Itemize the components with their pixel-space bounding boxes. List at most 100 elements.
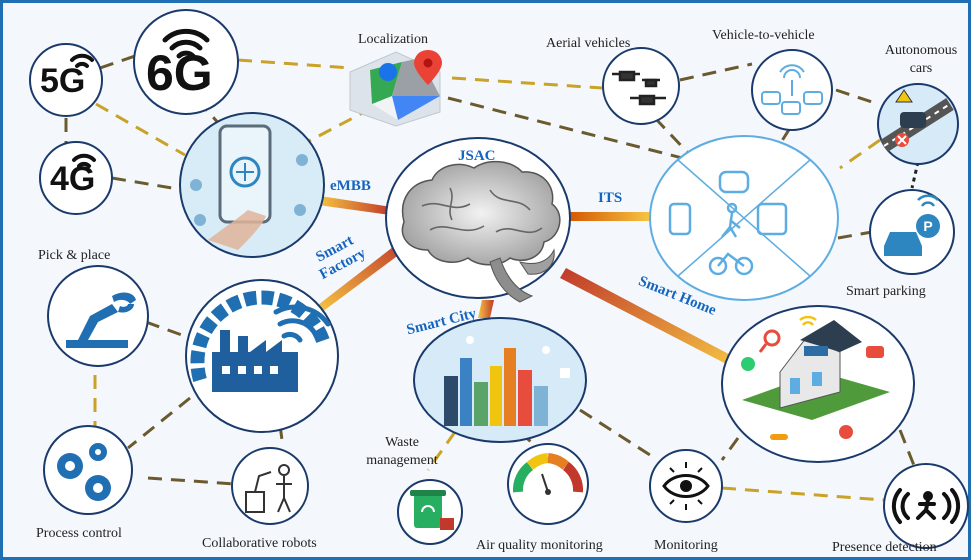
wifi-icon [162, 28, 210, 59]
branch-embb [318, 196, 392, 215]
smart-home-node [721, 305, 915, 463]
autonomous-cars-label: Autonomous cars [878, 42, 964, 78]
car-icon [718, 170, 750, 194]
line-aerial-its [653, 116, 692, 157]
5g-node [29, 43, 103, 117]
branch-links [318, 196, 740, 368]
waste-management-label: Waste management [362, 434, 442, 470]
branch-city [478, 300, 494, 318]
branch-its [566, 212, 650, 221]
smart-parking-node: P [869, 189, 955, 275]
car-icon [884, 232, 922, 256]
jsac-hub [385, 137, 571, 303]
parking-icon [916, 214, 940, 238]
train-icon [668, 202, 692, 236]
line-monitoring-presence [721, 486, 885, 502]
process-control-label: Process control [36, 526, 122, 541]
waste-management-label-line2: management [366, 453, 438, 468]
line-factory-process [127, 396, 191, 450]
smart-city-node [413, 317, 587, 443]
wifi-icon [273, 304, 331, 343]
gear-icon [190, 290, 331, 382]
presence-detection-label: Presence detection [832, 540, 937, 555]
air-quality-label: Air quality monitoring [476, 538, 603, 553]
monitoring-label: Monitoring [654, 538, 718, 553]
connected-cars-icon [761, 64, 823, 115]
its-node [649, 135, 839, 301]
its-label: ITS [598, 190, 623, 206]
line-aerial-v2v [679, 62, 753, 82]
collaborative-robots-label: Collaborative robots [202, 536, 317, 551]
embb-label: eMBB [330, 178, 371, 194]
eye-icon [662, 462, 710, 510]
smart-factory-node [185, 279, 339, 433]
embb-phone-node [179, 112, 325, 258]
line-localization-its [447, 96, 691, 162]
aerial-vehicles-label: Aerial vehicles [546, 36, 631, 51]
autonomous-cars-label-line2: cars [909, 61, 933, 76]
branch-home [560, 268, 740, 368]
v2v-node [751, 49, 833, 131]
wifi-icon [70, 53, 94, 68]
localization-label: Localization [358, 32, 428, 47]
line-5g-embb [95, 102, 186, 157]
robot-arm-icon [66, 292, 136, 348]
bus-icon [756, 202, 788, 236]
4g-label: 4G [50, 160, 96, 198]
city-buildings-icon [444, 348, 548, 426]
line-localization-aerial [451, 76, 603, 90]
waste-node [397, 479, 463, 545]
autonomous-cars-node [877, 83, 959, 165]
recycle-bin-icon [414, 494, 442, 528]
6g-node [133, 9, 239, 115]
wifi-icon [799, 315, 817, 326]
localization-node [349, 50, 442, 127]
line-home-monitoring [720, 437, 740, 461]
line-pick-factory [145, 320, 191, 340]
line-home-presence [898, 429, 917, 469]
svg-text:P: P [923, 218, 932, 234]
line-its-parking [837, 230, 873, 240]
monitoring-node [649, 449, 723, 523]
line-city-monitoring [579, 408, 651, 457]
4g-node [39, 141, 113, 215]
line-6g-localization [237, 58, 351, 70]
pick-place-node [47, 265, 149, 367]
location-pin-icon [839, 425, 853, 439]
waste-management-label-line1: Waste [385, 435, 419, 450]
location-pin-icon [741, 357, 755, 371]
drone-icon [612, 70, 666, 106]
search-icon [763, 329, 781, 347]
line-v2v-autonomous [835, 88, 879, 106]
autonomous-cars-label-line1: Autonomous [884, 43, 958, 58]
ai-brain-icon [229, 156, 261, 188]
line-5g-6g [99, 53, 139, 70]
air-quality-node [507, 443, 589, 525]
5g-label: 5G [40, 62, 86, 100]
smart-parking-label: Smart parking [846, 284, 926, 299]
brain-icon [401, 160, 561, 303]
gauge-icon [512, 453, 584, 493]
pedestrian-icon [721, 202, 741, 238]
line-process-robots [147, 476, 236, 486]
aerial-vehicles-node [602, 47, 680, 125]
collaborative-robots-node [231, 447, 309, 525]
wifi-icon [72, 153, 96, 168]
process-control-node [43, 425, 133, 515]
line-autonomous-its [839, 138, 881, 170]
line-city-waste [426, 431, 457, 471]
6g-label: 6G [146, 45, 213, 101]
line-autonomous-parking [910, 161, 920, 189]
key-icon [770, 434, 788, 440]
branch-factory [318, 240, 408, 312]
presence-node [883, 463, 969, 549]
car-icon [900, 112, 926, 128]
v2v-label: Vehicle-to-vehicle [712, 28, 815, 43]
connector-lines [64, 53, 920, 502]
bicycle-icon [708, 256, 728, 276]
motion-sensor-icon [891, 488, 961, 524]
chat-bubble-icon [866, 346, 884, 358]
pick-place-label: Pick & place [38, 248, 111, 263]
